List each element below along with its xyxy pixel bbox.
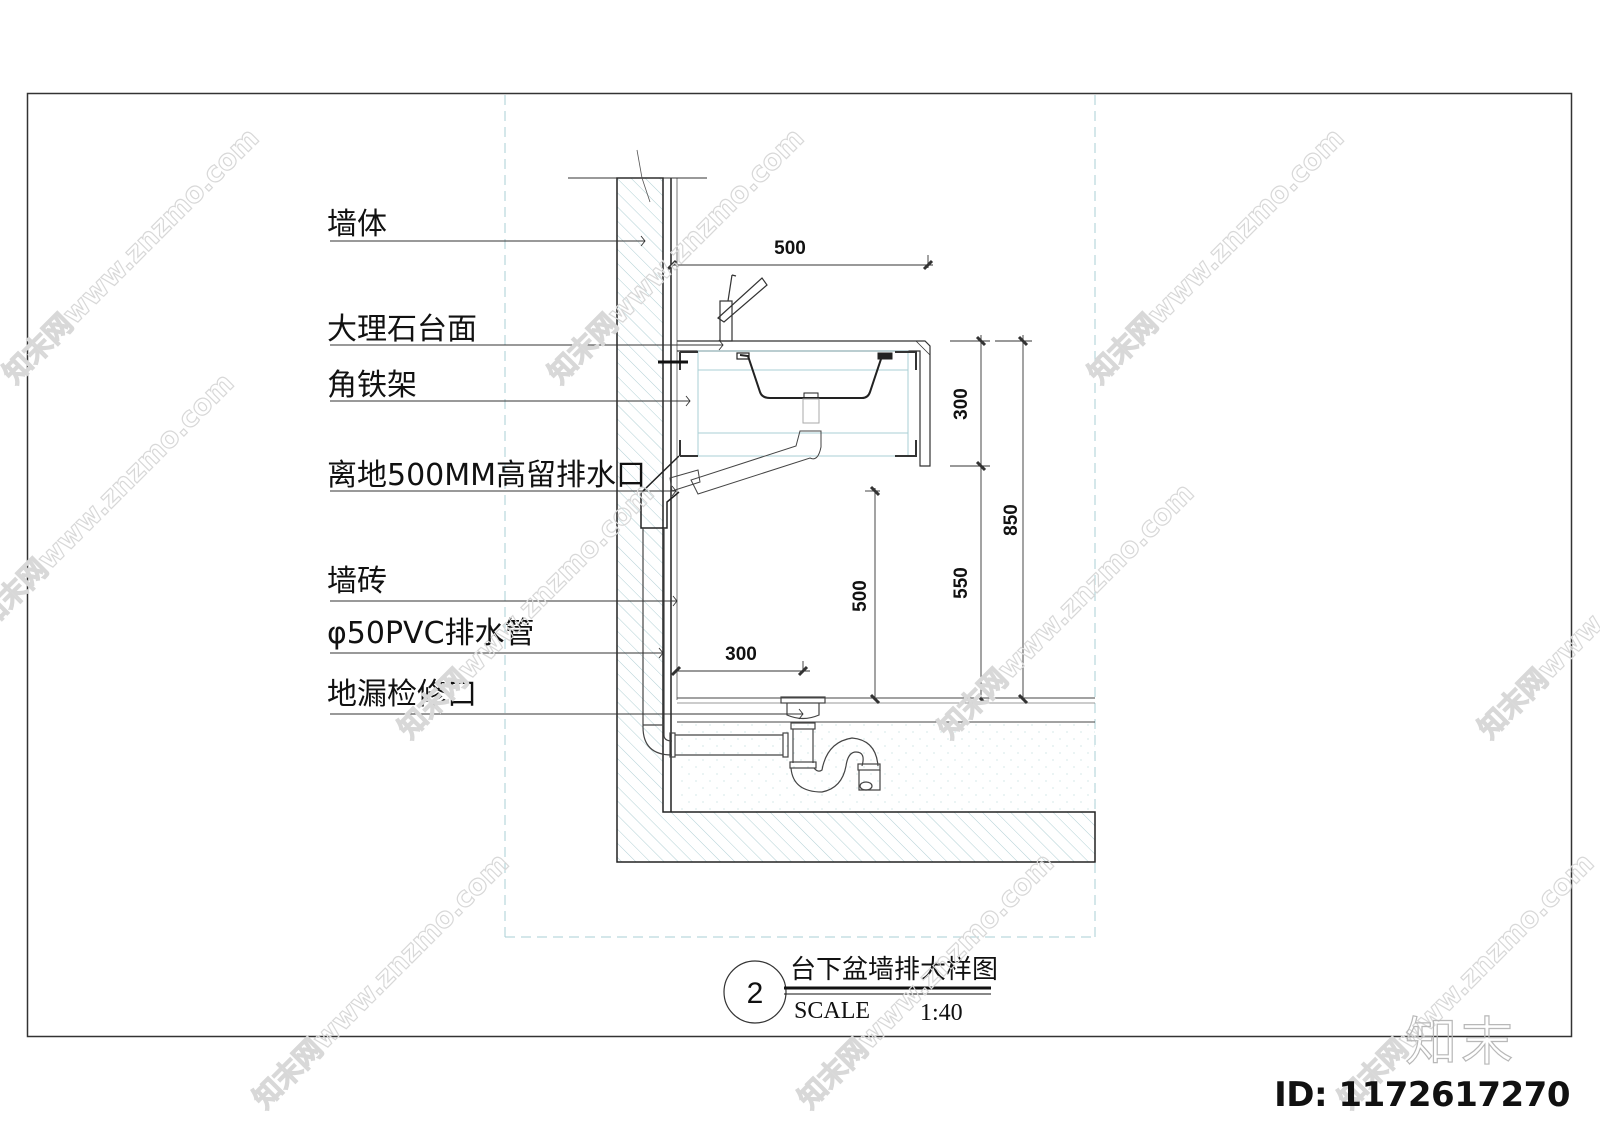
title-block: 2 台下盆墙排大样图 SCALE 1:40 (723, 955, 998, 1026)
label-wall: 墙体 (327, 207, 387, 242)
label-angle-iron-bracket: 角铁架 (327, 368, 417, 403)
detail-number-circle (723, 960, 787, 1024)
dim-counter-depth: 500 (774, 238, 806, 259)
svg-text:知末网www.znzmo.com: 知末网www.znzmo.com (1472, 476, 1600, 745)
detail-extent-boundary (504, 95, 1096, 938)
floor-drain-s-trap (780, 696, 881, 793)
scale-label: SCALE (794, 998, 870, 1024)
brand-watermark-logo: 知末 (1404, 1012, 1518, 1073)
label-marble-countertop: 大理石台面 (327, 312, 477, 347)
label-floor-drain-access: 地漏检修口 (327, 677, 477, 712)
svg-text:知末网www.znzmo.com: 知末网www.znzmo.com (542, 121, 811, 390)
detail-title: 台下盆墙排大样图 (790, 955, 998, 985)
floor-screed (677, 722, 1095, 812)
dimension-text: 500 300 550 850 500 300 (725, 238, 1022, 665)
dimension-lines (666, 255, 1032, 705)
angle-iron-bracket (658, 350, 917, 457)
svg-text:知末网www.znzmo.com: 知末网www.znzmo.com (247, 846, 516, 1115)
drawing-id-tag: ID: 1172617270 (1274, 1075, 1570, 1115)
annotation-labels: 墙体 大理石台面 角铁架 离地500MM高留排水口 墙砖 φ50PVC排水管 地… (327, 207, 646, 712)
dim-below-counter: 550 (951, 567, 972, 599)
marble-countertop (677, 340, 931, 467)
faucet (717, 274, 768, 342)
label-wall-tile: 墙砖 (327, 564, 387, 599)
wall-drain-outlet (640, 455, 680, 529)
break-line-symbol (636, 149, 651, 203)
label-drain-outlet: 离地500MM高留排水口 (327, 458, 646, 493)
dim-drain-height: 500 (850, 580, 871, 612)
label-pvc-pipe: φ50PVC排水管 (327, 616, 535, 651)
dim-total-height: 850 (1001, 504, 1022, 536)
svg-text:知末网www.znzmo.com: 知末网www.znzmo.com (932, 476, 1201, 745)
detail-number: 2 (747, 977, 764, 1010)
scale-value: 1:40 (920, 1000, 963, 1026)
pvc-drain-pipe (642, 528, 789, 758)
svg-text:知末网www.znzmo.com: 知末网www.znzmo.com (1082, 121, 1351, 390)
dim-floor-drain-offset: 300 (725, 644, 757, 665)
undermount-basin (736, 352, 893, 400)
leader-lines (330, 235, 804, 720)
drawing-frame (26, 92, 1573, 1038)
basin-drain-pipe (669, 398, 822, 495)
svg-text:知末网www.znzmo.com: 知末网www.znzmo.com (0, 121, 265, 390)
svg-text:知末网www.znzmo.com: 知末网www.znzmo.com (0, 366, 240, 635)
dim-basin-height: 300 (951, 388, 972, 420)
